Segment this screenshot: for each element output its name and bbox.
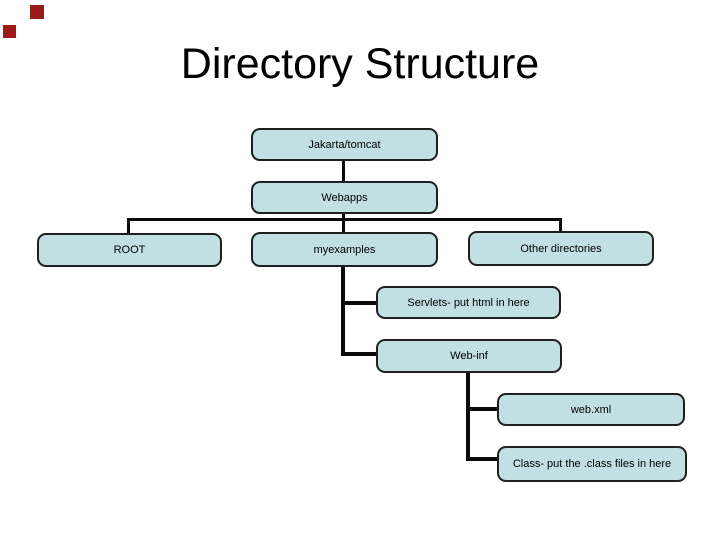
node-web-inf-label: Web-inf (450, 350, 488, 362)
accent-square-icon (30, 5, 44, 19)
slide-title: Directory Structure (180, 40, 540, 88)
node-class-files-label: Class- put the .class files in here (512, 458, 672, 470)
node-myexamples: myexamples (251, 232, 438, 267)
connector-horizontal-bus (127, 218, 562, 221)
node-webapps-label: Webapps (321, 191, 368, 204)
connector-jakarta-webapps (342, 160, 345, 182)
node-other-directories-label: Other directories (520, 242, 602, 255)
connector-webapps-children (342, 213, 345, 233)
node-servlets-label: Servlets- put html in here (407, 296, 530, 309)
node-other-directories: Other directories (468, 231, 654, 266)
connector-stub-root (127, 218, 130, 234)
connector-branch-webxml (466, 407, 498, 411)
node-web-xml-label: web.xml (570, 403, 612, 416)
node-webapps: Webapps (251, 181, 438, 214)
connector-branch-webinf (341, 352, 377, 356)
node-jakarta-tomcat: Jakarta/tomcat (251, 128, 438, 161)
connector-branch-classfiles (466, 457, 498, 461)
node-myexamples-label: myexamples (313, 243, 376, 256)
node-jakarta-tomcat-label: Jakarta/tomcat (308, 138, 381, 151)
node-root-label: ROOT (113, 244, 146, 256)
node-web-xml: web.xml (497, 393, 685, 426)
node-root: ROOT (37, 233, 222, 267)
accent-square-icon (3, 25, 16, 38)
connector-webinf-trunk (466, 372, 470, 461)
connector-stub-other (559, 218, 562, 232)
connector-branch-servlets (341, 301, 377, 305)
connector-myexamples-trunk (341, 266, 345, 356)
node-web-inf: Web-inf (376, 339, 562, 373)
node-servlets: Servlets- put html in here (376, 286, 561, 319)
node-class-files: Class- put the .class files in here (497, 446, 687, 482)
